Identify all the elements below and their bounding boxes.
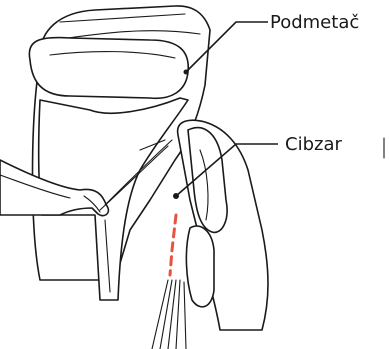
zipper (170, 215, 176, 275)
lower-straps (152, 280, 186, 349)
label-podmetac: Podmetač (270, 12, 359, 33)
label-cibzar: Cibzar (285, 134, 342, 155)
side-wing (178, 120, 268, 330)
headrest (29, 38, 188, 99)
